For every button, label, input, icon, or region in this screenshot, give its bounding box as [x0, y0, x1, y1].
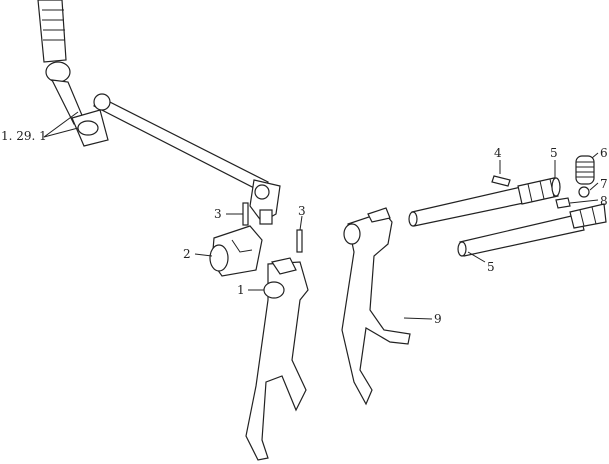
shift-fork-1 — [245, 257, 309, 461]
shift-rail-upper — [408, 177, 561, 227]
shift-block — [209, 225, 263, 277]
interlock-pin — [491, 175, 511, 187]
pin-3a — [242, 202, 249, 226]
callout-6: 6 — [600, 146, 608, 160]
plunger — [555, 197, 571, 209]
callout-2: 2 — [183, 247, 191, 261]
callout-3b: 3 — [298, 204, 306, 218]
callout-1-29-1: 1. 29. 1 — [1, 129, 47, 143]
shift-rod — [93, 93, 281, 225]
pin-3b — [296, 229, 303, 253]
callout-3a: 3 — [214, 207, 222, 221]
callout-5a: 5 — [550, 146, 558, 160]
callout-7: 7 — [600, 177, 608, 191]
shift-lever-shaft — [37, 0, 109, 147]
callout-5b: 5 — [487, 260, 495, 274]
shift-rail-lower — [457, 203, 607, 257]
callout-4: 4 — [494, 146, 502, 160]
callout-9: 9 — [434, 312, 442, 326]
ball — [578, 186, 590, 198]
callout-8: 8 — [600, 194, 608, 208]
callout-1: 1 — [237, 283, 245, 297]
leader-lines — [43, 111, 599, 320]
spring — [575, 155, 595, 185]
shift-fork-9 — [341, 207, 411, 406]
